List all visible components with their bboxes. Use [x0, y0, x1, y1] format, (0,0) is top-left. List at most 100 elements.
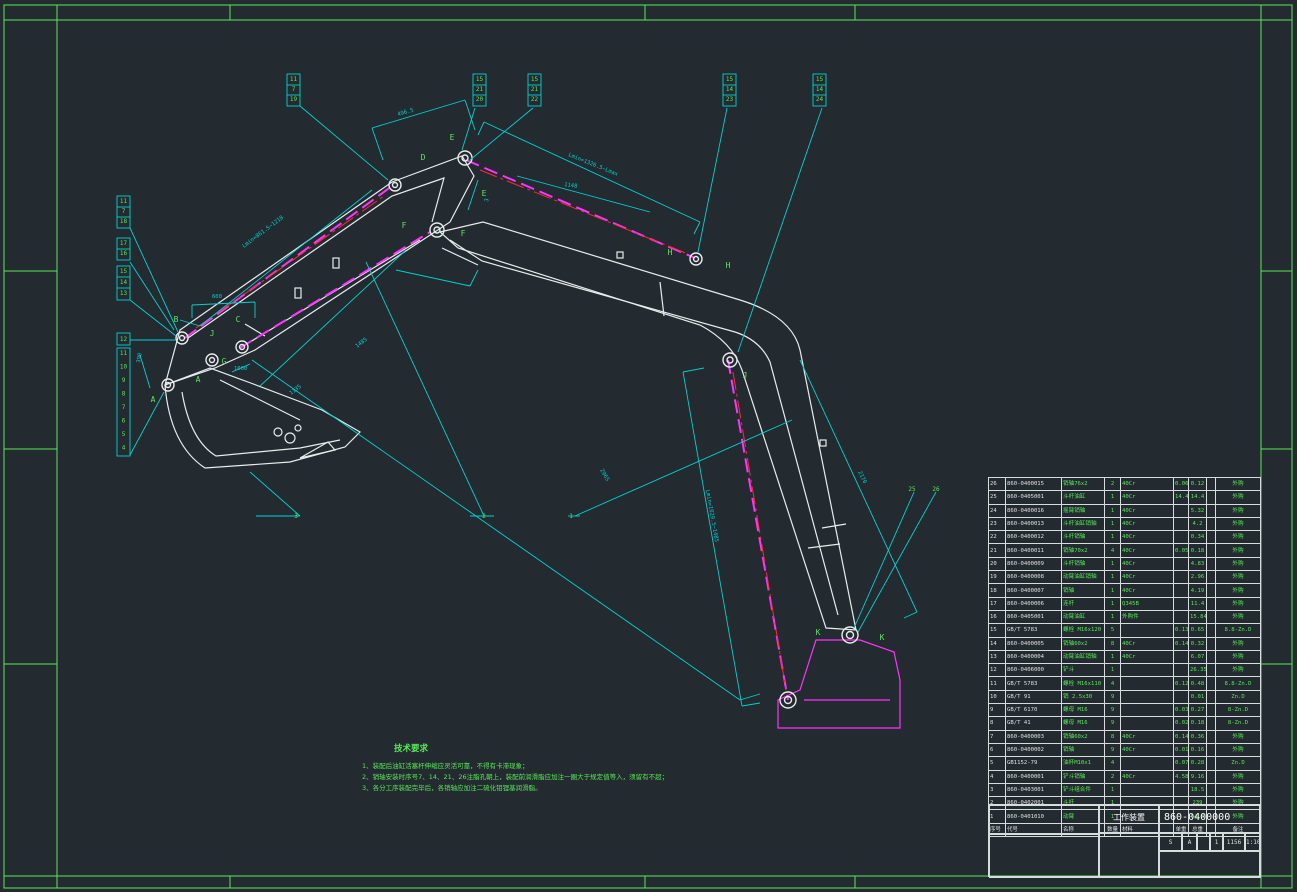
bom-cell: 4	[1104, 676, 1121, 691]
bom-cell: 动臂油缸	[1061, 609, 1105, 625]
technical-note-line-2: 2、销轴安装时序号7、14、21、26注脂孔朝上，装配前润滑脂应加注一圈大于规定…	[362, 773, 669, 781]
bom-cell: 40Cr	[1120, 742, 1174, 758]
bom-cell: 外购	[1215, 636, 1261, 651]
bom-cell: 1	[1104, 649, 1121, 665]
bom-cell: 0.32	[1188, 636, 1207, 651]
technical-notes-title: 技术要求	[394, 744, 429, 754]
bom-cell	[1173, 503, 1189, 518]
bom-cell: 外购	[1215, 503, 1261, 518]
leader-lines	[129, 105, 937, 633]
bom-cell: 14.4	[1173, 490, 1189, 505]
bom-cell: 860-0406000	[1005, 663, 1062, 678]
bom-cell: GB/T 5783	[1005, 623, 1062, 638]
bom-cell: 860-0400011	[1005, 543, 1062, 558]
bom-cell: 14	[988, 636, 1006, 651]
point-label: K	[880, 633, 885, 642]
bom-cell: GB/T 91	[1005, 689, 1062, 705]
drawing-name: 工作装置	[1099, 805, 1159, 833]
balloon-number: 7	[122, 208, 126, 215]
bom-cell: 40Cr	[1120, 583, 1174, 598]
bom-cell	[1120, 689, 1174, 705]
balloon-number: 7	[122, 404, 126, 411]
bom-cell: 860-0400016	[1005, 503, 1062, 518]
dimension-text-d12: 2170	[856, 470, 867, 485]
dimension-text-d8: 390	[136, 353, 144, 364]
bom-cell	[1206, 782, 1216, 798]
bom-cell	[1206, 729, 1216, 744]
dimension-text-d6: 1485	[355, 337, 369, 350]
bom-cell: 7	[988, 729, 1006, 744]
part-balloons	[116, 73, 827, 457]
point-label: G	[222, 357, 227, 366]
bom-cell: 13	[988, 649, 1006, 665]
bom-cell: 15	[988, 623, 1006, 638]
bom-cell: 动臂油缸销轴	[1061, 649, 1105, 665]
balloon-number: 2	[482, 513, 486, 520]
bom-cell: 0.14	[1173, 729, 1189, 744]
bom-cell: 销轴60x2	[1061, 729, 1105, 744]
bom-cell: 25	[988, 490, 1006, 505]
bom-cell: 20	[988, 556, 1006, 572]
point-label: A	[151, 395, 156, 404]
balloon-number: 15	[726, 76, 734, 83]
bom-cell: 0.27	[1188, 703, 1207, 718]
point-label: H	[668, 248, 673, 257]
bom-cell	[1206, 663, 1216, 678]
bom-cell: 0.18	[1188, 543, 1207, 558]
bom-cell: 11	[988, 676, 1006, 691]
bom-cell	[1120, 782, 1174, 798]
balloon-number: 15	[531, 76, 539, 83]
bom-cell: 0.13	[1173, 623, 1189, 638]
bom-cell: 螺栓 M16x110	[1061, 676, 1105, 691]
bom-cell: 0.28	[1188, 756, 1207, 771]
bom-cell: 1	[1104, 782, 1121, 798]
balloon-number: 26	[932, 486, 940, 493]
bom-cell: 0.48	[1188, 676, 1207, 691]
bom-cell: GB/T 5783	[1005, 676, 1062, 691]
balloon-number: 14	[726, 86, 734, 93]
bom-cell	[1206, 543, 1216, 558]
bom-cell: 18	[988, 583, 1006, 598]
bom-cell: 40Cr	[1120, 649, 1174, 665]
bom-cell: 2	[1104, 476, 1121, 492]
bom-cell: 4	[1104, 543, 1121, 558]
bom-cell: 铲斗组合件	[1061, 782, 1105, 798]
tb-sheet: 1	[1210, 833, 1223, 851]
point-label: J	[210, 329, 215, 338]
bom-cell: 9	[988, 703, 1006, 718]
balloon-number: 18	[120, 218, 128, 225]
bom-cell: 4.83	[1188, 556, 1207, 572]
point-label: F	[461, 229, 466, 238]
balloon-number: 11	[120, 350, 128, 357]
dimension-text-d7: 1135	[289, 384, 303, 397]
boom-base-bracket	[777, 639, 901, 729]
bom-cell: 860-0400005	[1005, 636, 1062, 651]
bom-cell: 40Cr	[1120, 530, 1174, 545]
bom-cell: 18.5	[1188, 782, 1207, 798]
bom-cell: 26.35	[1188, 663, 1207, 678]
balloon-number: 25	[908, 486, 916, 493]
bom-cell: GB/T 41	[1005, 716, 1062, 731]
bom-cell: 40Cr	[1120, 769, 1174, 784]
bom-cell: 0.03	[1173, 703, 1189, 718]
bom-cell: 外购	[1215, 649, 1261, 665]
bom-cell	[1206, 769, 1216, 784]
drawing-code: 860-0400000	[1159, 805, 1261, 833]
bom-cell	[1206, 490, 1216, 505]
bom-cell: 12	[988, 663, 1006, 678]
bom-cell	[1206, 703, 1216, 718]
hydraulic-cylinders	[184, 159, 789, 701]
bom-cell: 5	[988, 756, 1006, 771]
bom-cell: 1	[1104, 556, 1121, 572]
